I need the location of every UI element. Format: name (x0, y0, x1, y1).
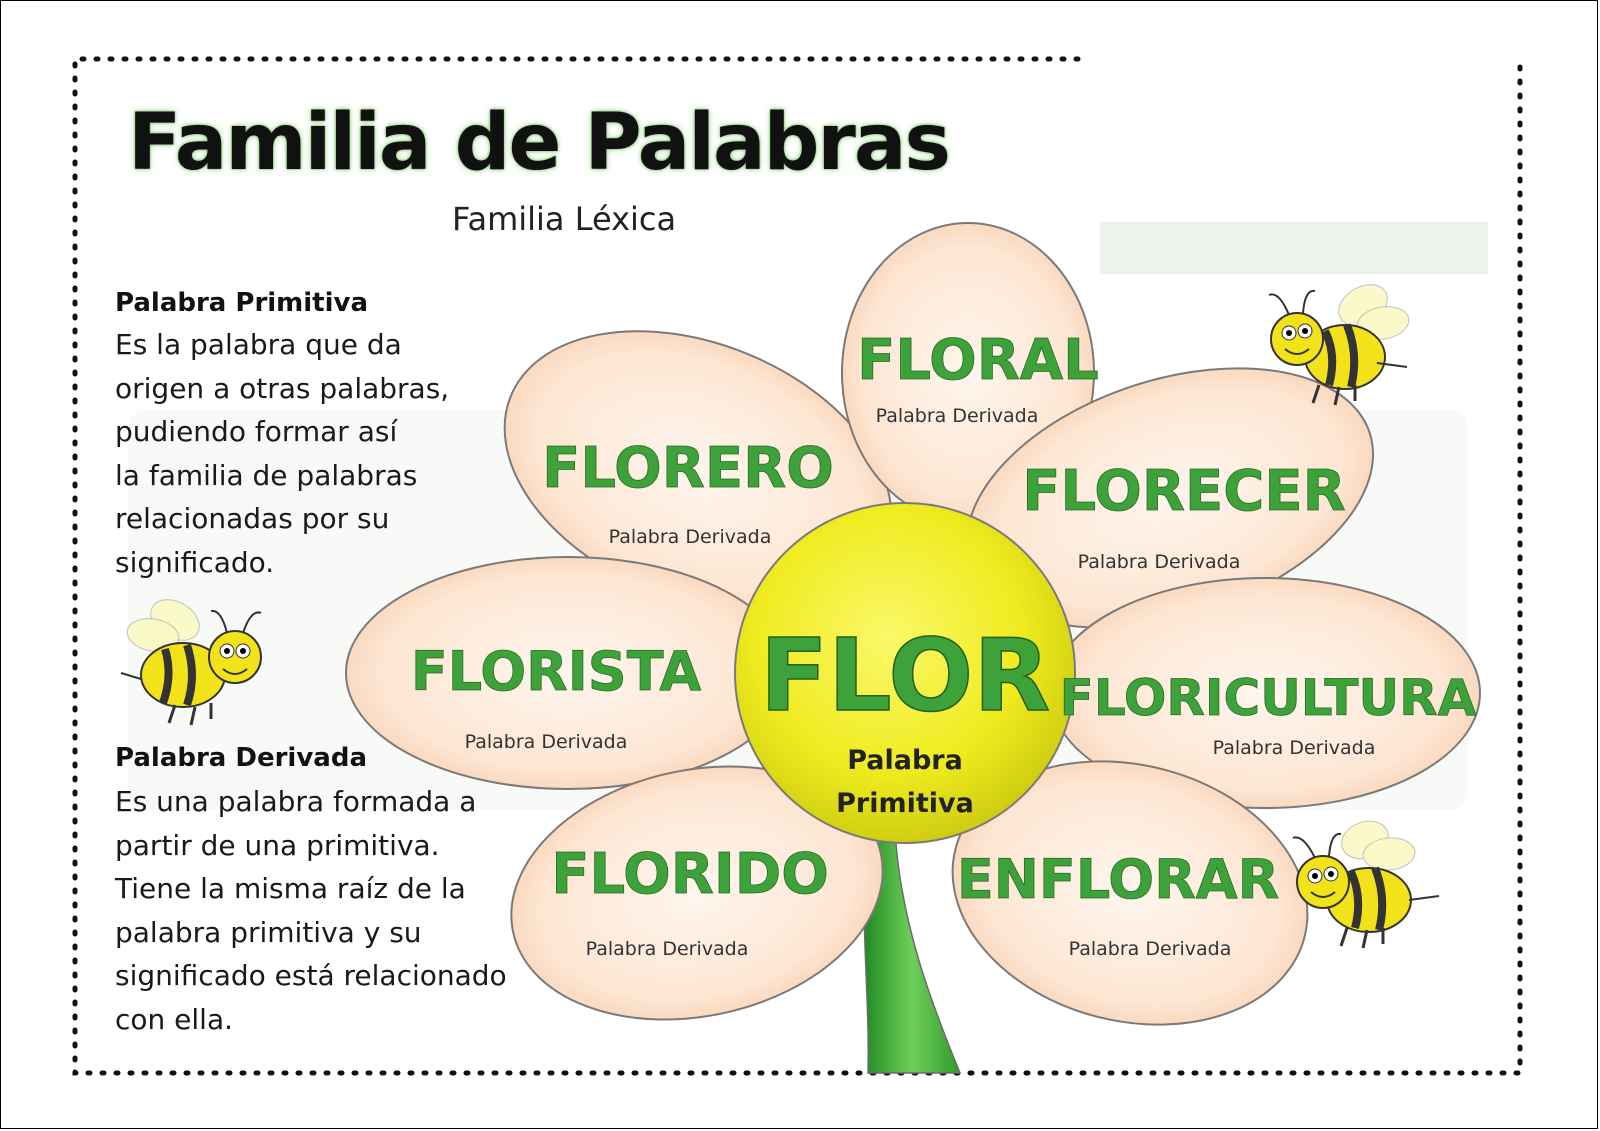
primitive-line: significado. (115, 545, 275, 579)
petal-label-florido: Palabra Derivada (586, 938, 749, 960)
center-word: FLOR (760, 617, 1050, 734)
petal-label-enflorar: Palabra Derivada (1069, 938, 1232, 960)
petal-label-floricultura: Palabra Derivada (1213, 737, 1376, 759)
dotted-border (72, 56, 1523, 1076)
petal-word-florista: FLORISTA (411, 640, 701, 703)
watermark-banner (1100, 222, 1488, 274)
petal-word-floral: FLORAL (857, 328, 1099, 393)
petal-label-floral: Palabra Derivada (876, 405, 1039, 427)
derived-line: palabra primitiva y su (115, 915, 422, 949)
petal-word-florido: FLORIDO (551, 842, 829, 907)
petal-label-florista: Palabra Derivada (465, 731, 628, 753)
bee-icon (120, 599, 262, 726)
petal-word-florero: FLORERO (542, 436, 834, 501)
center-label-line1: Palabra (847, 745, 963, 776)
petal-word-florecer: FLORECER (1022, 459, 1345, 524)
petal-florido (510, 765, 884, 1021)
petal-word-floricultura: FLORICULTURA (1060, 669, 1477, 727)
primitive-line: origen a otras palabras, (115, 371, 450, 405)
primitive-line: la familia de palabras (115, 458, 418, 492)
flower-center (734, 502, 1076, 844)
derived-line: con ella. (115, 1002, 234, 1036)
primitive-line: pudiendo formar así (115, 415, 398, 448)
petal-enflorar (951, 760, 1309, 1026)
derived-line: partir de una primitiva. (115, 828, 440, 862)
petal-word-enflorar: ENFLORAR (957, 848, 1279, 911)
derived-line: Es una palabra formada a (115, 785, 477, 818)
derived-description: Es una palabra formada a partir de una p… (115, 780, 507, 1041)
derived-heading: Palabra Derivada (115, 743, 367, 773)
primitive-line: Es la palabra que da (115, 328, 402, 361)
petal-label-florero: Palabra Derivada (609, 526, 772, 548)
primitive-description: Es la palabra que da origen a otras pala… (115, 323, 449, 584)
bee-icon (1292, 820, 1440, 949)
derived-line: significado está relacionado (115, 959, 507, 992)
page-title: Familia de Palabras (128, 98, 951, 188)
derived-line: Tiene la misma raíz de la (115, 872, 466, 905)
primitive-line: relacionadas por su (115, 502, 390, 535)
primitive-heading: Palabra Primitiva (115, 288, 369, 318)
center-label-line2: Primitiva (836, 788, 974, 819)
bee-icon (1268, 284, 1410, 406)
petal-label-florecer: Palabra Derivada (1078, 551, 1241, 573)
page-subtitle: Familia Léxica (452, 200, 677, 238)
